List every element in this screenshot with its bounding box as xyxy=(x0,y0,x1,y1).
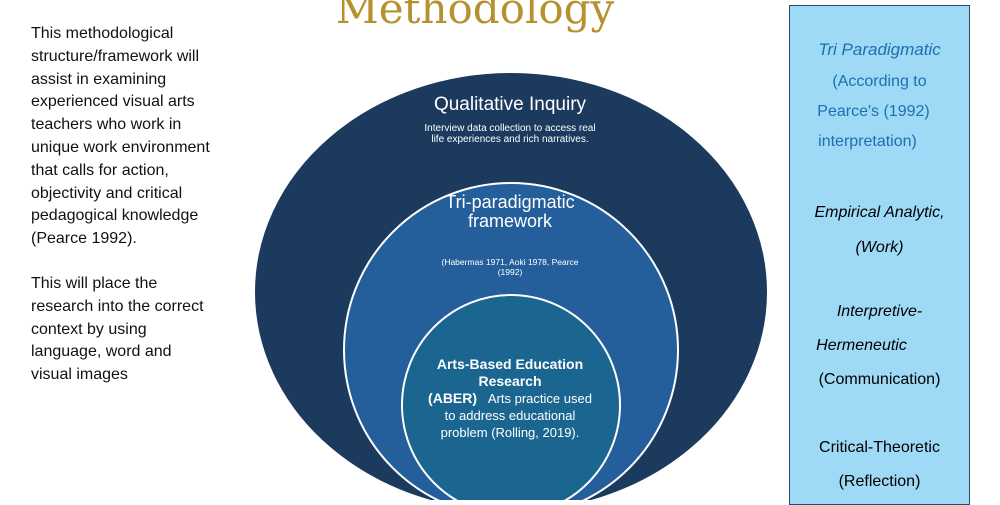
box-sub-1: (According to xyxy=(832,73,927,90)
aber-description: Arts practice used to address educationa… xyxy=(440,391,592,440)
tri-paradigmatic-description: (Habermas 1971, Aoki 1978, Pearce (1992) xyxy=(441,257,579,277)
qualitative-inquiry-description: Interview data collection to access real… xyxy=(424,123,596,145)
description-paragraph-2: This will place the research into the co… xyxy=(31,274,204,384)
critical-theoretic-label: Critical-Theoretic xyxy=(819,439,940,456)
box-heading: Tri Paradigmatic xyxy=(818,40,941,59)
interpretive-label: Interpretive- xyxy=(836,303,923,320)
empirical-analytic-sub: (Work) xyxy=(855,239,904,256)
aber-abbr: (ABER) xyxy=(428,390,478,406)
aber-title: Arts-Based Education Research xyxy=(436,356,584,389)
inner-circle-aber xyxy=(401,294,621,500)
description-text: This methodological structure/framework … xyxy=(31,23,211,409)
interpretive-sub: (Communication) xyxy=(818,371,941,388)
box-sub-3: interpretation) xyxy=(818,133,917,150)
qualitative-inquiry-title: Qualitative Inquiry xyxy=(433,94,587,115)
aber-text: Arts-Based Education Research (ABER) Art… xyxy=(425,356,595,441)
critical-theoretic-sub: (Reflection) xyxy=(838,473,921,490)
hermeneutic-label: Hermeneutic xyxy=(816,337,907,354)
tri-paradigmatic-box: Tri Paradigmatic (According to Pearce's … xyxy=(789,5,970,505)
description-paragraph-1: This methodological structure/framework … xyxy=(31,25,210,248)
box-sub-2: Pearce's (1992) xyxy=(817,103,930,120)
tri-paradigmatic-title: Tri-paradigmatic framework xyxy=(445,192,575,231)
empirical-analytic-label: Empirical Analytic, xyxy=(814,204,945,221)
page-title: Methodology xyxy=(335,0,615,33)
